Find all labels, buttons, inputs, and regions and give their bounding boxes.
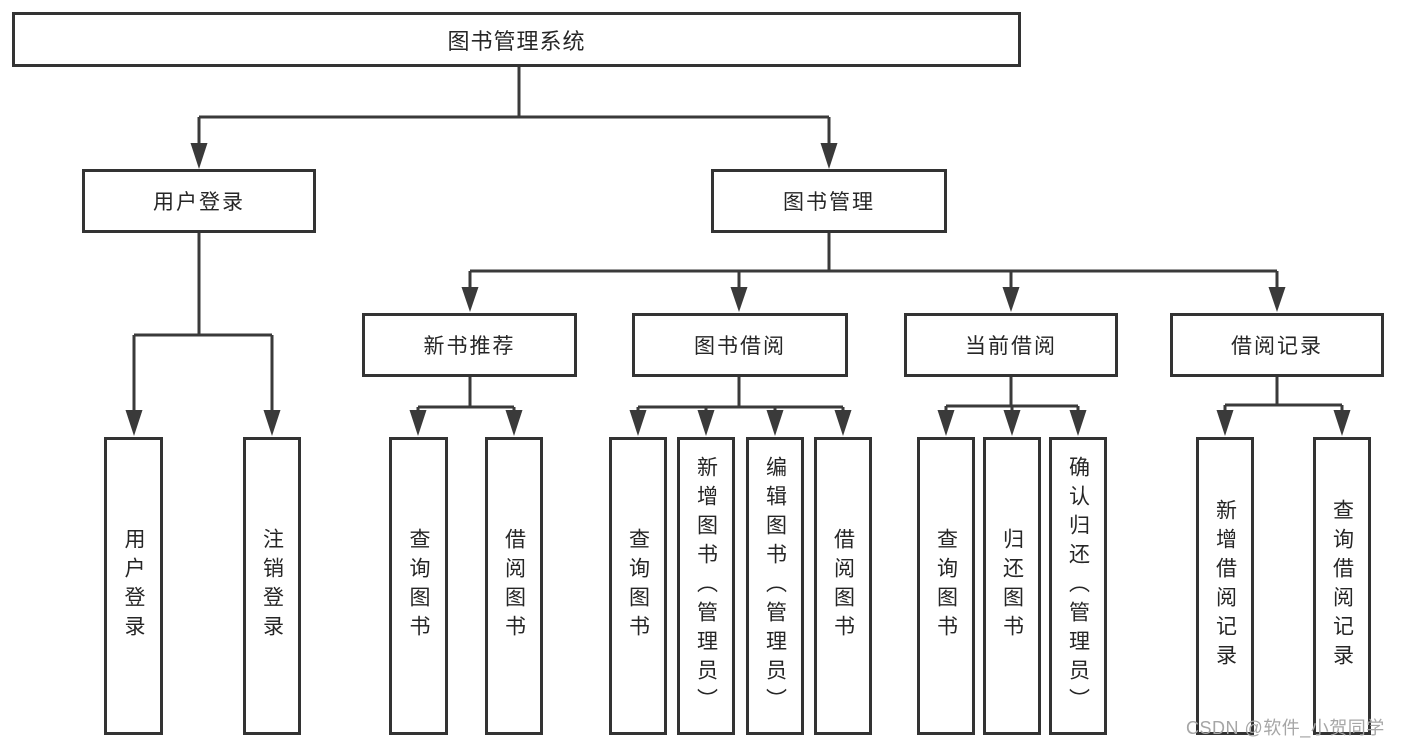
leaf-return-book: 归还图书 [983, 437, 1041, 735]
node-label: 确认归还（管理员） [1066, 455, 1090, 717]
node-book-management: 图书管理 [711, 169, 947, 233]
node-label: 用户登录 [153, 191, 245, 214]
leaf-borrow-book: 借阅图书 [814, 437, 872, 735]
connector-bookmgmt-to-level3 [461, 233, 1286, 312]
leaf-add-book-admin: 新增图书（管理员） [677, 437, 735, 735]
node-borrow-records: 借阅记录 [1170, 313, 1384, 377]
node-label: 新增图书（管理员） [694, 455, 718, 717]
node-label: 查询图书 [934, 528, 958, 644]
node-book-borrow: 图书借阅 [632, 313, 848, 377]
node-label: 查询图书 [626, 528, 650, 644]
leaf-confirm-return-admin: 确认归还（管理员） [1049, 437, 1107, 735]
leaf-edit-book-admin: 编辑图书（管理员） [746, 437, 804, 735]
node-current-borrow: 当前借阅 [904, 313, 1118, 377]
node-root-system: 图书管理系统 [12, 12, 1021, 67]
node-label: 借阅记录 [1231, 335, 1323, 358]
node-label: 新增借阅记录 [1213, 499, 1237, 673]
connector-borrowrecord-to-leaves [1216, 377, 1351, 436]
leaf-query-book-borrow: 查询图书 [609, 437, 667, 735]
node-label: 编辑图书（管理员） [763, 455, 787, 717]
node-label: 当前借阅 [965, 335, 1057, 358]
node-label: 注销登录 [260, 528, 284, 644]
node-label: 归还图书 [1000, 528, 1024, 644]
node-new-book-recommend: 新书推荐 [362, 313, 577, 377]
leaf-query-book-recommend: 查询图书 [389, 437, 448, 735]
node-label: 图书借阅 [694, 335, 786, 358]
node-label: 新书推荐 [423, 335, 516, 358]
node-label: 图书管理 [783, 191, 875, 214]
node-label: 借阅图书 [831, 528, 855, 644]
node-label: 借阅图书 [502, 528, 526, 644]
leaf-borrow-book-recommend: 借阅图书 [485, 437, 543, 735]
leaf-query-borrow-record: 查询借阅记录 [1313, 437, 1371, 735]
node-label: 查询借阅记录 [1330, 499, 1354, 673]
connector-currentborrow-to-leaves [937, 377, 1087, 436]
node-label: 用户登录 [122, 528, 145, 644]
node-user-login: 用户登录 [82, 169, 316, 233]
leaf-user-login: 用户登录 [104, 437, 163, 735]
connector-newbook-to-leaves [409, 377, 523, 436]
connector-root-to-level2 [190, 67, 838, 169]
node-label: 查询图书 [407, 528, 430, 644]
connector-userlogin-to-leaves [125, 233, 281, 436]
leaf-logout: 注销登录 [243, 437, 301, 735]
leaf-query-book-current: 查询图书 [917, 437, 975, 735]
connector-bookborrow-to-leaves [629, 377, 852, 436]
node-label: 图书管理系统 [447, 28, 586, 54]
watermark: CSDN @软件_小贺同学 [1186, 718, 1385, 738]
leaf-add-borrow-record: 新增借阅记录 [1196, 437, 1254, 735]
